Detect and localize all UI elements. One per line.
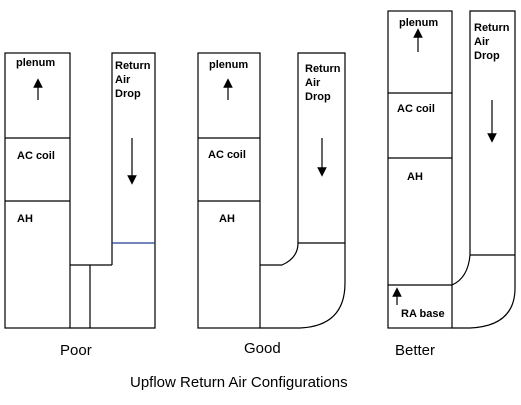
better-caption: Better: [395, 342, 435, 359]
good-caption: Good: [244, 340, 281, 357]
good-plenum-label: plenum: [209, 59, 248, 71]
better-drop-outline: [469, 10, 516, 288]
poor-caption: Poor: [60, 342, 92, 359]
config-better: [387, 10, 516, 329]
better-plenum-label: plenum: [399, 17, 438, 29]
poor-drop-label-3: Drop: [115, 88, 141, 100]
poor-ah-label: AH: [17, 213, 33, 225]
better-coil-label: AC coil: [397, 103, 435, 115]
config-poor: [4, 52, 156, 329]
good-drop-label-3: Drop: [305, 91, 331, 103]
good-drop-label-2: Air: [305, 77, 321, 89]
better-inner-elbow: [451, 254, 471, 286]
better-cabinet-outline: [387, 10, 453, 329]
better-outer-elbow: [452, 287, 516, 329]
good-outer-elbow: [260, 282, 346, 329]
better-ah-label: AH: [407, 171, 423, 183]
diagram-title: Upflow Return Air Configurations: [130, 374, 348, 391]
good-inner-elbow: [260, 242, 299, 266]
good-drop-label-1: Return: [305, 63, 341, 75]
better-drop-label-1: Return: [474, 22, 510, 34]
good-coil-label: AC coil: [208, 149, 246, 161]
better-base-label: RA base: [401, 308, 445, 320]
poor-plenum-label: plenum: [16, 57, 55, 69]
good-cabinet-outline: [197, 52, 261, 329]
config-good: [197, 52, 346, 329]
poor-drop-outline: [70, 52, 156, 329]
good-drop-outline: [297, 52, 346, 283]
poor-coil-label: AC coil: [17, 150, 55, 162]
poor-cabinet-outline: [4, 52, 71, 329]
poor-drop-label-1: Return: [115, 60, 151, 72]
poor-drop-label-2: Air: [115, 74, 131, 86]
better-drop-label-3: Drop: [474, 50, 500, 62]
good-ah-label: AH: [219, 213, 235, 225]
better-drop-label-2: Air: [474, 36, 490, 48]
